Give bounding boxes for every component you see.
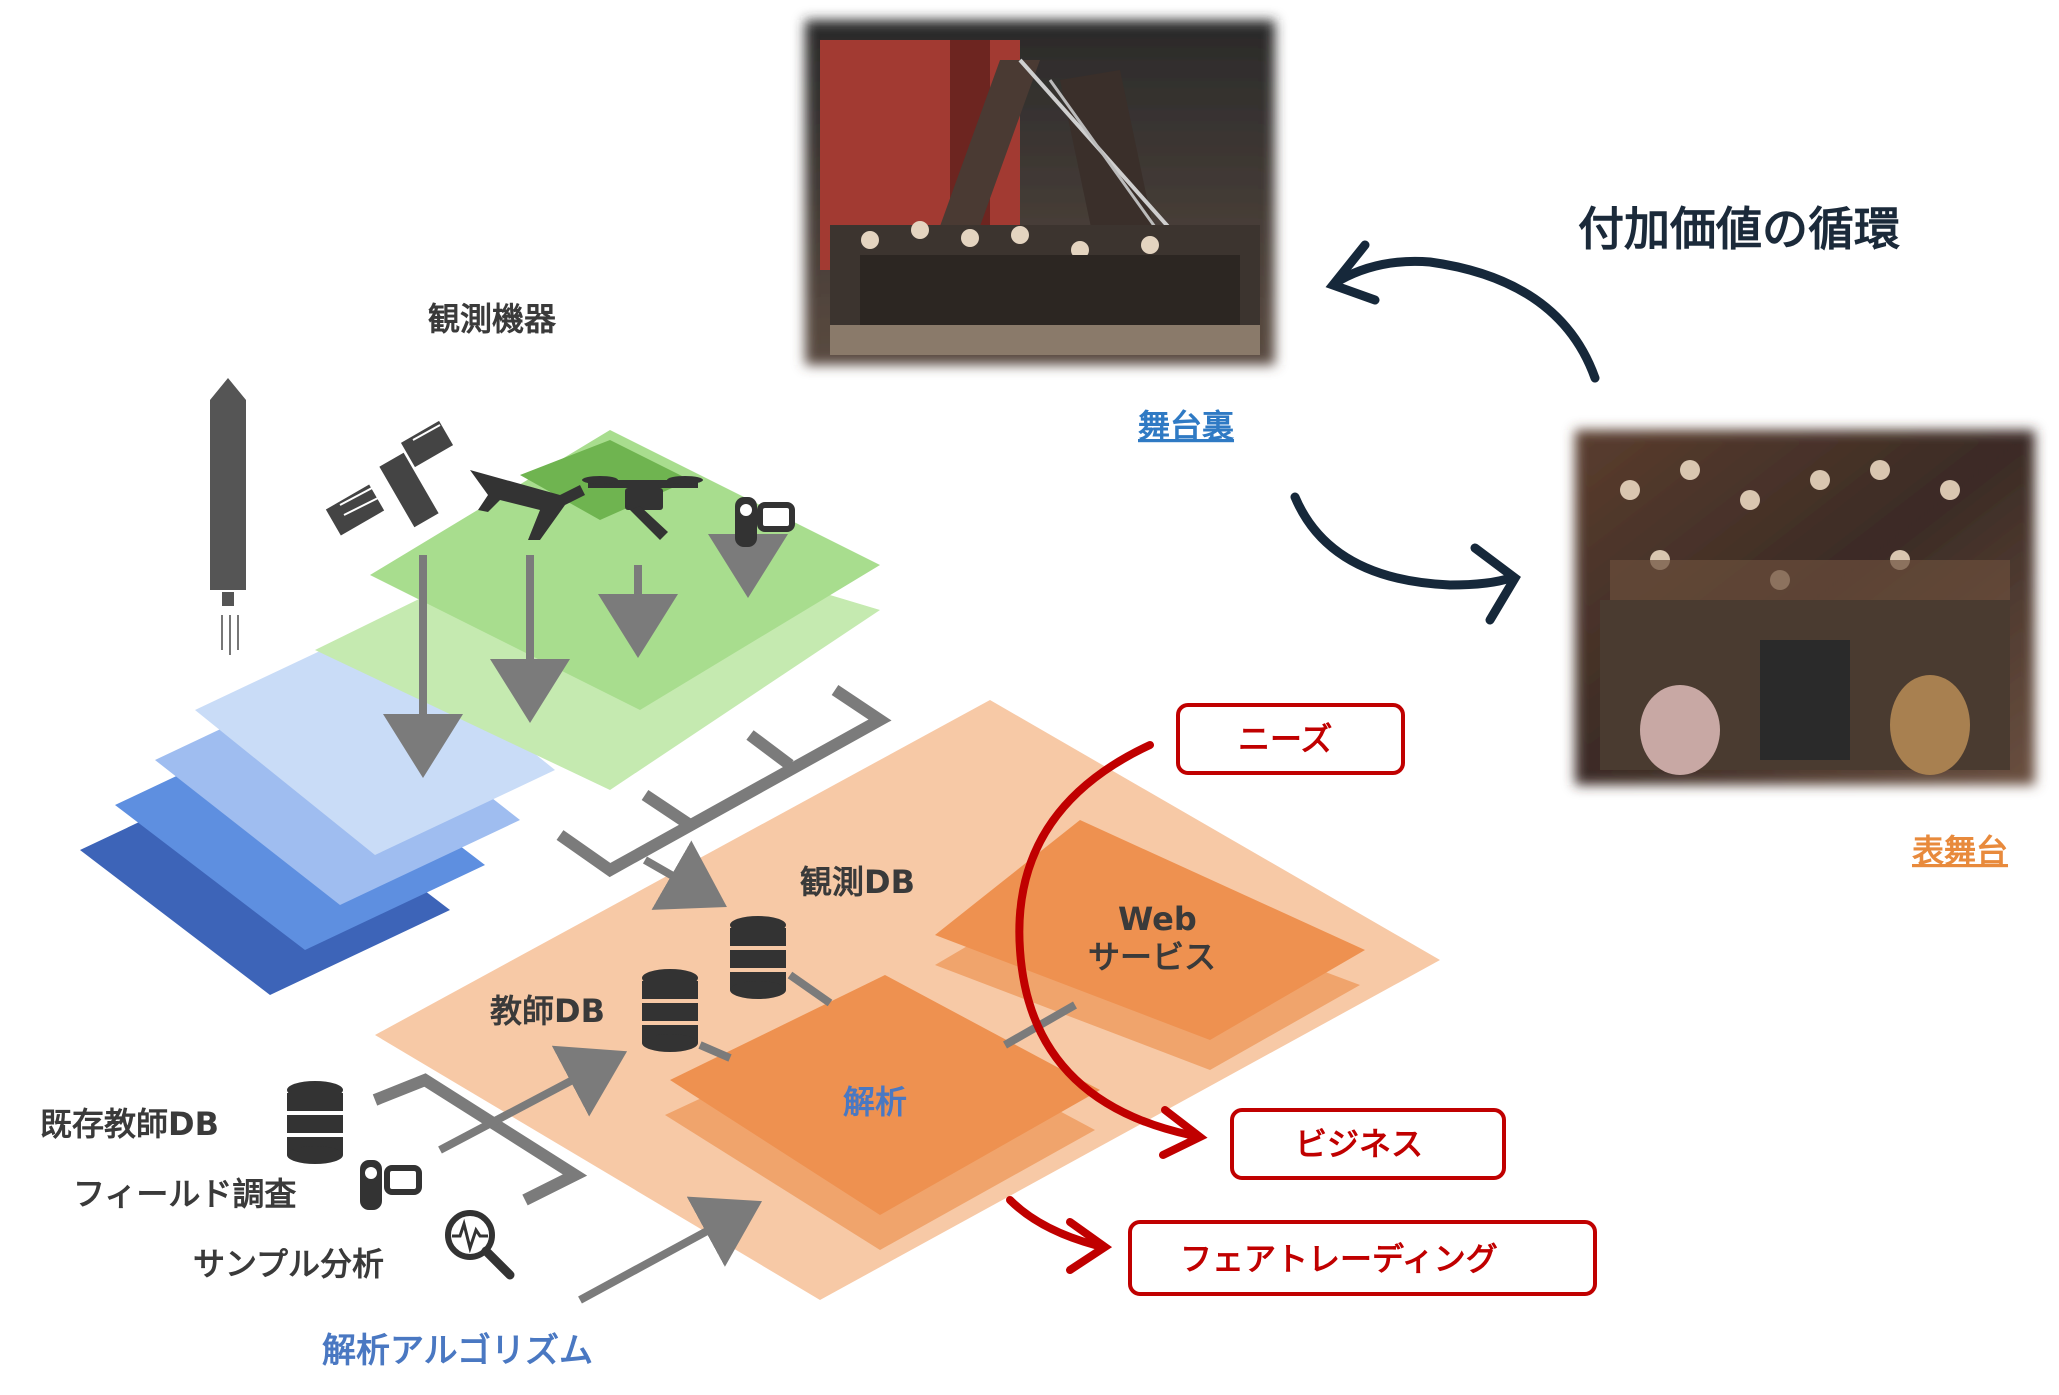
lower-bracket bbox=[372, 1073, 588, 1206]
camera-icon bbox=[735, 497, 795, 547]
frontstage-caption[interactable]: 表舞台 bbox=[1912, 832, 2008, 870]
fair-trading-label: フェアトレーディング bbox=[1180, 1240, 1498, 1278]
business-box bbox=[1230, 1108, 1506, 1180]
sensors-heading: 観測機器 bbox=[428, 300, 557, 338]
cycle-arrow-upper-head bbox=[1325, 240, 1380, 305]
upper-bracket-tick-2 bbox=[746, 730, 794, 770]
backstage-photo bbox=[805, 20, 1275, 365]
magnifier-icon bbox=[445, 1210, 515, 1280]
backstage-caption[interactable]: 舞台裏 bbox=[1138, 407, 1235, 445]
obs-db-label: 観測DB bbox=[800, 863, 915, 901]
upper-bracket-to-obs-db bbox=[643, 840, 727, 910]
database-icons bbox=[287, 916, 786, 1280]
cycle-arrows bbox=[1290, 240, 1600, 625]
web-service-label-line1: Web bbox=[1118, 900, 1197, 938]
needs-label: ニーズ bbox=[1238, 720, 1332, 758]
drone-icon bbox=[582, 476, 703, 540]
satellite-icon bbox=[325, 420, 454, 536]
red-arrows bbox=[1006, 741, 1208, 1274]
analysis-block bbox=[670, 975, 1100, 1215]
sample-analysis-label: サンプル分析 bbox=[193, 1245, 384, 1283]
cycle-arrow-upper bbox=[1335, 256, 1600, 383]
upper-bracket-tick-1 bbox=[641, 790, 694, 830]
needs-to-business-head bbox=[1159, 1106, 1208, 1159]
needs-box bbox=[1176, 703, 1405, 775]
airplane-icon bbox=[470, 470, 585, 540]
frontstage-photo bbox=[1575, 430, 2035, 785]
algorithm-arrow bbox=[578, 1196, 763, 1304]
existing-teacher-db-label: 既存教師DB bbox=[40, 1105, 219, 1143]
teacher-db-icon bbox=[642, 969, 698, 1052]
analysis-label: 解析 bbox=[843, 1083, 907, 1121]
gray-connectors bbox=[372, 534, 1077, 1304]
obs-db-icon bbox=[730, 916, 786, 999]
teacher-db-to-analysis bbox=[698, 1041, 732, 1062]
fair-trading-box bbox=[1128, 1220, 1597, 1296]
web-service-block bbox=[935, 820, 1365, 1040]
rocket-icon bbox=[210, 378, 246, 655]
field-survey-label: フィールド調査 bbox=[73, 1175, 296, 1213]
blue-layer-stack bbox=[80, 625, 555, 995]
sensor-icons bbox=[210, 378, 795, 655]
output-boxes bbox=[1128, 703, 1597, 1296]
cycle-arrow-lower bbox=[1290, 492, 1515, 590]
blue-layer-1 bbox=[195, 625, 555, 855]
obs-db-to-analysis bbox=[787, 971, 833, 1007]
cycle-arrow-lower-head bbox=[1470, 543, 1521, 625]
cycle-title: 付加価値の循環 bbox=[1578, 202, 1900, 256]
upper-bracket bbox=[556, 685, 892, 878]
teacher-db-label: 教師DB bbox=[490, 992, 605, 1030]
web-service-label-line2: サービス bbox=[1088, 938, 1216, 976]
field-camera-icon bbox=[360, 1160, 422, 1210]
orange-platform bbox=[375, 700, 1440, 1300]
analysis-algorithm-label: 解析アルゴリズム bbox=[322, 1331, 593, 1371]
needs-to-business-arrow bbox=[1015, 741, 1194, 1139]
lower-bracket-out bbox=[438, 1045, 628, 1154]
analysis-to-fair-arrow bbox=[1006, 1196, 1099, 1249]
existing-teacher-db-icon bbox=[287, 1081, 343, 1164]
analysis-to-fair-head bbox=[1066, 1218, 1113, 1274]
business-label: ビジネス bbox=[1295, 1125, 1423, 1163]
